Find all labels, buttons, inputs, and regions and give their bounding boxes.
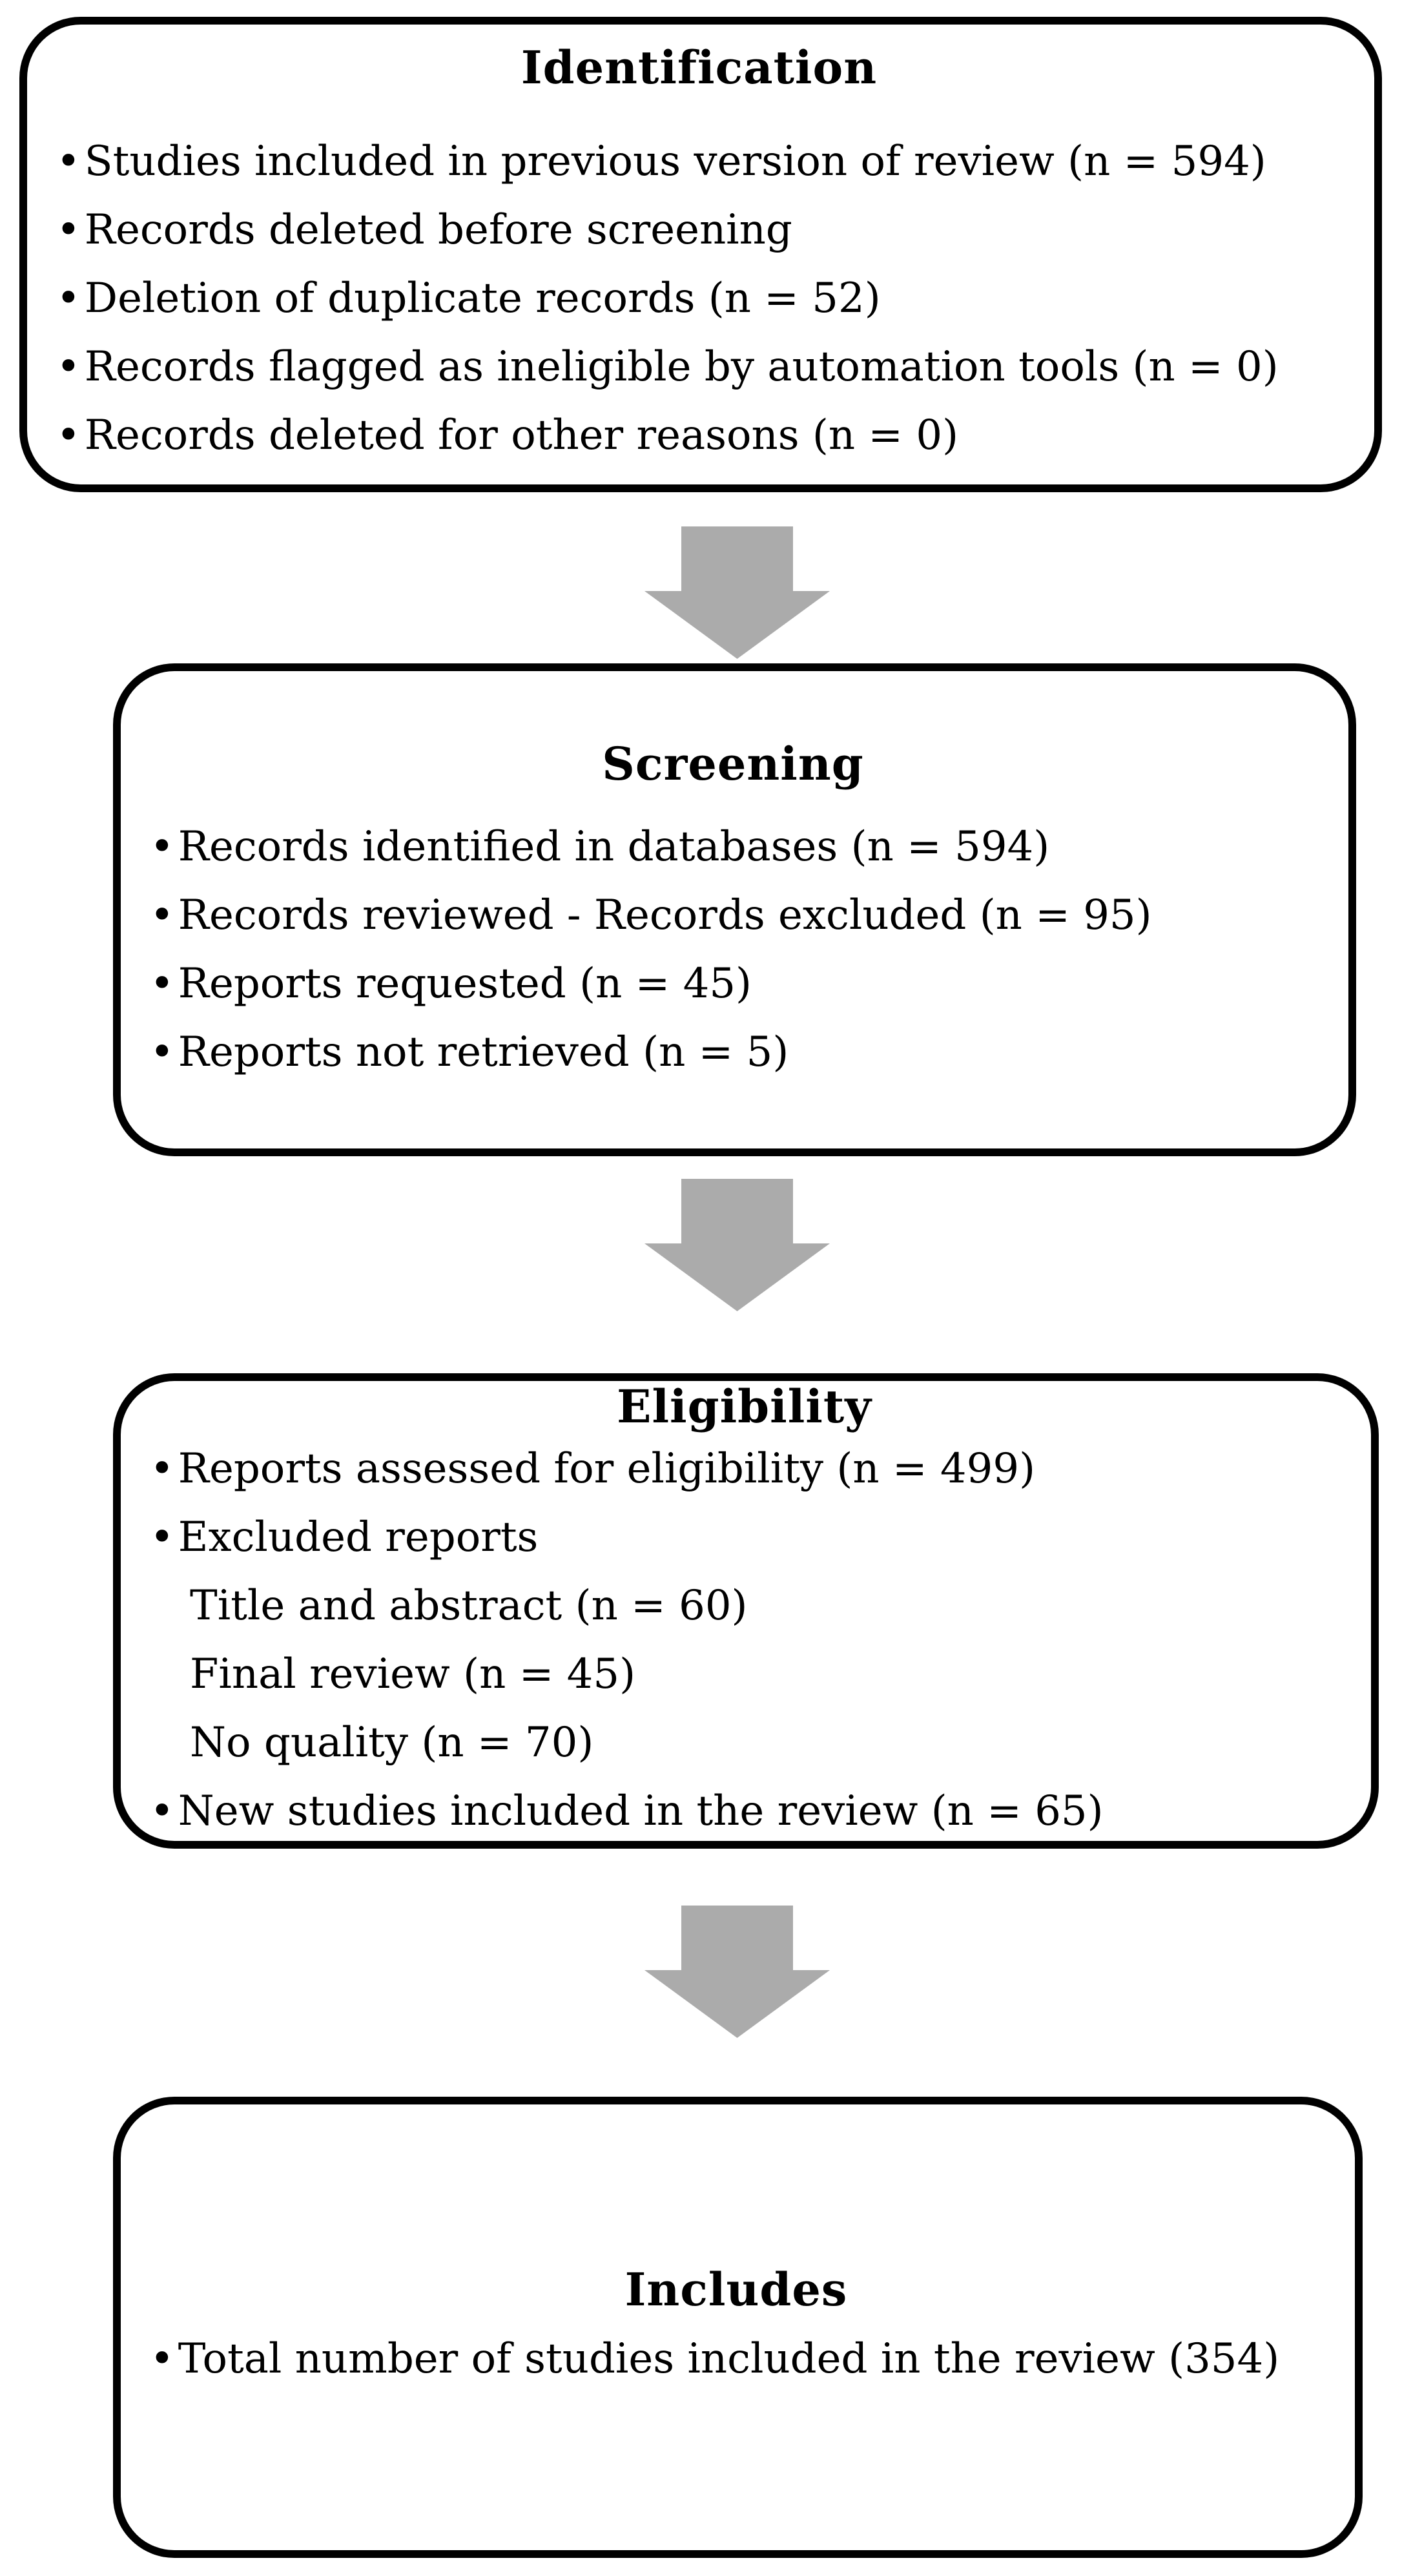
sub-list-item: Final review (n = 45) bbox=[150, 1640, 1339, 1709]
list-item-text: Records flagged as ineligible by automat… bbox=[84, 343, 1279, 391]
box-eligibility-items: •Reports assessed for eligibility (n = 4… bbox=[150, 1435, 1339, 1845]
bullet-icon: • bbox=[56, 343, 81, 391]
list-item: •New studies included in the review (n =… bbox=[150, 1777, 1339, 1845]
bullet-icon: • bbox=[150, 1513, 174, 1561]
list-item: •Deletion of duplicate records (n = 52) bbox=[56, 264, 1342, 333]
list-item-text: Final review (n = 45) bbox=[190, 1650, 636, 1698]
list-item-text: Total number of studies included in the … bbox=[178, 2335, 1280, 2383]
list-item-text: Records reviewed - Records excluded (n =… bbox=[178, 891, 1152, 939]
bullet-icon: • bbox=[150, 1787, 174, 1835]
box-identification: Identification •Studies included in prev… bbox=[19, 17, 1382, 492]
bullet-icon: • bbox=[56, 138, 81, 185]
list-item-text: Deletion of duplicate records (n = 52) bbox=[84, 275, 881, 322]
down-arrow-icon bbox=[644, 1179, 830, 1311]
sub-list-item: Title and abstract (n = 60) bbox=[150, 1572, 1339, 1640]
box-identification-items: •Studies included in previous version of… bbox=[56, 127, 1342, 470]
list-item: •Records deleted for other reasons (n = … bbox=[56, 401, 1342, 470]
bullet-icon: • bbox=[150, 823, 174, 871]
list-item: •Studies included in previous version of… bbox=[56, 127, 1342, 196]
sub-list-item: No quality (n = 70) bbox=[150, 1709, 1339, 1777]
list-item-text: Studies included in previous version of … bbox=[84, 138, 1266, 185]
list-item-text: Reports not retrieved (n = 5) bbox=[178, 1028, 789, 1076]
list-item-text: Excluded reports bbox=[178, 1513, 539, 1561]
list-item: •Reports assessed for eligibility (n = 4… bbox=[150, 1435, 1339, 1503]
list-item: •Total number of studies included in the… bbox=[150, 2325, 1323, 2393]
list-item-text: No quality (n = 70) bbox=[190, 1719, 594, 1767]
list-item-text: New studies included in the review (n = … bbox=[178, 1787, 1104, 1835]
list-item-text: Records deleted before screening bbox=[84, 206, 792, 254]
list-item: •Records deleted before screening bbox=[56, 196, 1342, 264]
box-eligibility-title: Eligibility bbox=[617, 1380, 872, 1433]
bullet-icon: • bbox=[150, 1445, 174, 1493]
list-item-text: Records identified in databases (n = 594… bbox=[178, 823, 1050, 871]
bullet-icon: • bbox=[150, 960, 174, 1008]
list-item: •Records identified in databases (n = 59… bbox=[150, 813, 1316, 881]
list-item: •Records flagged as ineligible by automa… bbox=[56, 333, 1342, 401]
bullet-icon: • bbox=[150, 2335, 174, 2383]
list-item: •Reports requested (n = 45) bbox=[150, 950, 1316, 1018]
box-eligibility: Eligibility •Reports assessed for eligib… bbox=[113, 1373, 1379, 1849]
box-screening-items: •Records identified in databases (n = 59… bbox=[150, 813, 1316, 1086]
box-screening-title: Screening bbox=[602, 737, 864, 791]
list-item-text: Records deleted for other reasons (n = 0… bbox=[84, 411, 959, 459]
list-item-text: Reports requested (n = 45) bbox=[178, 960, 752, 1008]
bullet-icon: • bbox=[150, 891, 174, 939]
list-item-text: Reports assessed for eligibility (n = 49… bbox=[178, 1445, 1036, 1493]
bullet-icon: • bbox=[56, 275, 81, 322]
list-item-text: Title and abstract (n = 60) bbox=[190, 1582, 748, 1630]
box-identification-title: Identification bbox=[521, 41, 878, 94]
list-item: •Records reviewed - Records excluded (n … bbox=[150, 881, 1316, 950]
bullet-icon: • bbox=[56, 206, 81, 254]
bullet-icon: • bbox=[56, 411, 81, 459]
box-screening: Screening •Records identified in databas… bbox=[113, 663, 1356, 1156]
box-includes-items: •Total number of studies included in the… bbox=[150, 2325, 1323, 2393]
list-item: •Reports not retrieved (n = 5) bbox=[150, 1018, 1316, 1086]
list-item: •Excluded reports bbox=[150, 1503, 1339, 1572]
down-arrow-icon bbox=[644, 526, 830, 659]
bullet-icon: • bbox=[150, 1028, 174, 1076]
box-includes-title: Includes bbox=[624, 2263, 848, 2316]
down-arrow-icon bbox=[644, 1906, 830, 2038]
box-includes: Includes •Total number of studies includ… bbox=[113, 2097, 1363, 2558]
